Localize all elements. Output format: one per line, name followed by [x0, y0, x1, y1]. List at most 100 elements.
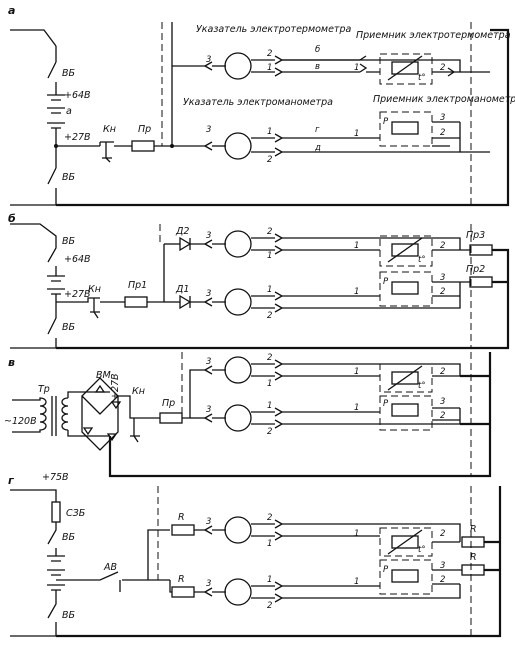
svg-text:2: 2 — [267, 155, 272, 165]
svg-text:3: 3 — [206, 405, 211, 415]
svg-text:Пр2: Пр2 — [466, 264, 485, 275]
svg-text:t°: t° — [418, 73, 426, 83]
svg-text:ВМ: ВМ — [96, 370, 111, 381]
section-b-label: б — [8, 212, 16, 225]
svg-text:1: 1 — [354, 63, 359, 73]
svg-text:2: 2 — [267, 601, 272, 611]
svg-text:1: 1 — [267, 127, 272, 137]
svg-text:2: 2 — [440, 241, 445, 251]
svg-text:1: 1 — [267, 401, 272, 411]
svg-text:Д1: Д1 — [175, 284, 189, 295]
svg-text:Д2: Д2 — [175, 226, 189, 237]
battery-stack — [47, 94, 65, 129]
plus64-label: +64В — [64, 90, 91, 101]
mano-receiver-title: Приемник электроманометра — [373, 94, 515, 105]
diode-d2 — [179, 236, 192, 252]
svg-text:t°: t° — [418, 255, 426, 265]
svg-text:~120В: ~120В — [4, 416, 37, 427]
section-d: г +75В СЗБ ВБ ВБ АВ R R 3 2 1 3 1 2 — [8, 472, 502, 638]
svg-text:+27В: +27В — [110, 373, 121, 400]
svg-text:P: P — [383, 117, 389, 127]
svg-text:3: 3 — [206, 125, 211, 135]
svg-text:1: 1 — [354, 287, 359, 297]
connector-3a — [204, 61, 213, 71]
svg-text:1: 1 — [354, 529, 359, 539]
mano-indicator-title: Указатель электроманометра — [183, 97, 333, 108]
fuse-pr-c — [159, 412, 183, 424]
thermo-receiver-box — [379, 53, 433, 85]
svg-text:+75В: +75В — [42, 472, 69, 483]
svg-text:1: 1 — [267, 251, 272, 261]
section-d-label: г — [8, 474, 15, 487]
top-bus-wire — [10, 29, 57, 47]
svg-text:2: 2 — [440, 287, 445, 297]
svg-text:3: 3 — [440, 561, 445, 571]
svg-text:3: 3 — [206, 517, 211, 527]
svg-text:R: R — [470, 524, 477, 535]
kn-label: Кн — [103, 124, 116, 135]
svg-text:Пр: Пр — [162, 398, 175, 409]
resistor-r3 — [461, 536, 485, 548]
svg-text:t°: t° — [418, 381, 426, 391]
section-a-label: а — [8, 4, 15, 17]
svg-text:Пр3: Пр3 — [466, 230, 485, 241]
svg-text:R: R — [470, 552, 477, 563]
svg-text:ВБ: ВБ — [62, 236, 76, 247]
av-switch — [56, 571, 148, 592]
thermo-indicator-gauge — [224, 52, 252, 80]
svg-text:1: 1 — [267, 575, 272, 585]
resistor-r1 — [171, 524, 195, 536]
svg-text:1: 1 — [354, 129, 359, 139]
svg-text:P: P — [383, 399, 389, 409]
wire-b-label: б — [315, 45, 320, 55]
resistor-r4 — [461, 564, 485, 576]
svg-text:2: 2 — [440, 63, 445, 73]
svg-text:ВБ: ВБ — [62, 532, 76, 543]
thermo-indicator-title: Указатель электротермометра — [196, 24, 351, 35]
kn-button — [99, 141, 114, 163]
section-b: б ВБ +64В +27В ВБ Кн Пр1 Д2 Д1 3 2 1 3 — [8, 212, 510, 350]
svg-text:2: 2 — [267, 49, 272, 59]
svg-text:2: 2 — [267, 513, 272, 523]
fuse-pr2 — [469, 276, 493, 288]
svg-text:2: 2 — [440, 367, 445, 377]
fuse-pr — [131, 140, 155, 152]
svg-text:2: 2 — [267, 353, 272, 363]
svg-text:Кн: Кн — [132, 386, 145, 397]
svg-text:АВ: АВ — [103, 562, 117, 573]
section-c: в Тр ~120В ВМ +27В Кн Пр 3 2 1 3 1 2 — [4, 352, 492, 478]
svg-text:Тр: Тр — [38, 384, 50, 395]
svg-text:2: 2 — [440, 128, 445, 138]
svg-text:3: 3 — [440, 397, 445, 407]
fuse-pr3 — [469, 244, 493, 256]
svg-text:3: 3 — [206, 55, 211, 65]
svg-text:2: 2 — [440, 411, 445, 421]
svg-text:СЗБ: СЗБ — [66, 508, 86, 519]
svg-text:2: 2 — [267, 311, 272, 321]
vb-bottom-label: ВБ — [62, 172, 76, 183]
diode-d1 — [179, 294, 192, 310]
svg-text:2: 2 — [440, 575, 445, 585]
mano-indicator-gauge — [224, 132, 252, 160]
vb-top-label: ВБ — [62, 68, 76, 79]
wire-v-label: в — [315, 62, 320, 72]
frame-ground — [56, 28, 510, 207]
svg-text:3: 3 — [440, 113, 445, 123]
vb-switch-top — [47, 46, 57, 95]
svg-text:R: R — [178, 512, 185, 523]
wire-g-label: г — [315, 125, 320, 135]
svg-text:t°: t° — [418, 545, 426, 555]
svg-text:ВБ: ВБ — [62, 610, 76, 621]
svg-text:3: 3 — [206, 289, 211, 299]
svg-text:3: 3 — [206, 579, 211, 589]
svg-text:+27В: +27В — [64, 289, 91, 300]
feed-riser — [154, 65, 205, 147]
svg-text:1: 1 — [267, 539, 272, 549]
svg-text:1: 1 — [267, 63, 272, 73]
svg-text:1: 1 — [354, 367, 359, 377]
svg-text:3: 3 — [206, 357, 211, 367]
svg-text:Кн: Кн — [88, 284, 101, 295]
svg-text:1: 1 — [354, 241, 359, 251]
svg-text:ВБ: ВБ — [62, 322, 76, 333]
